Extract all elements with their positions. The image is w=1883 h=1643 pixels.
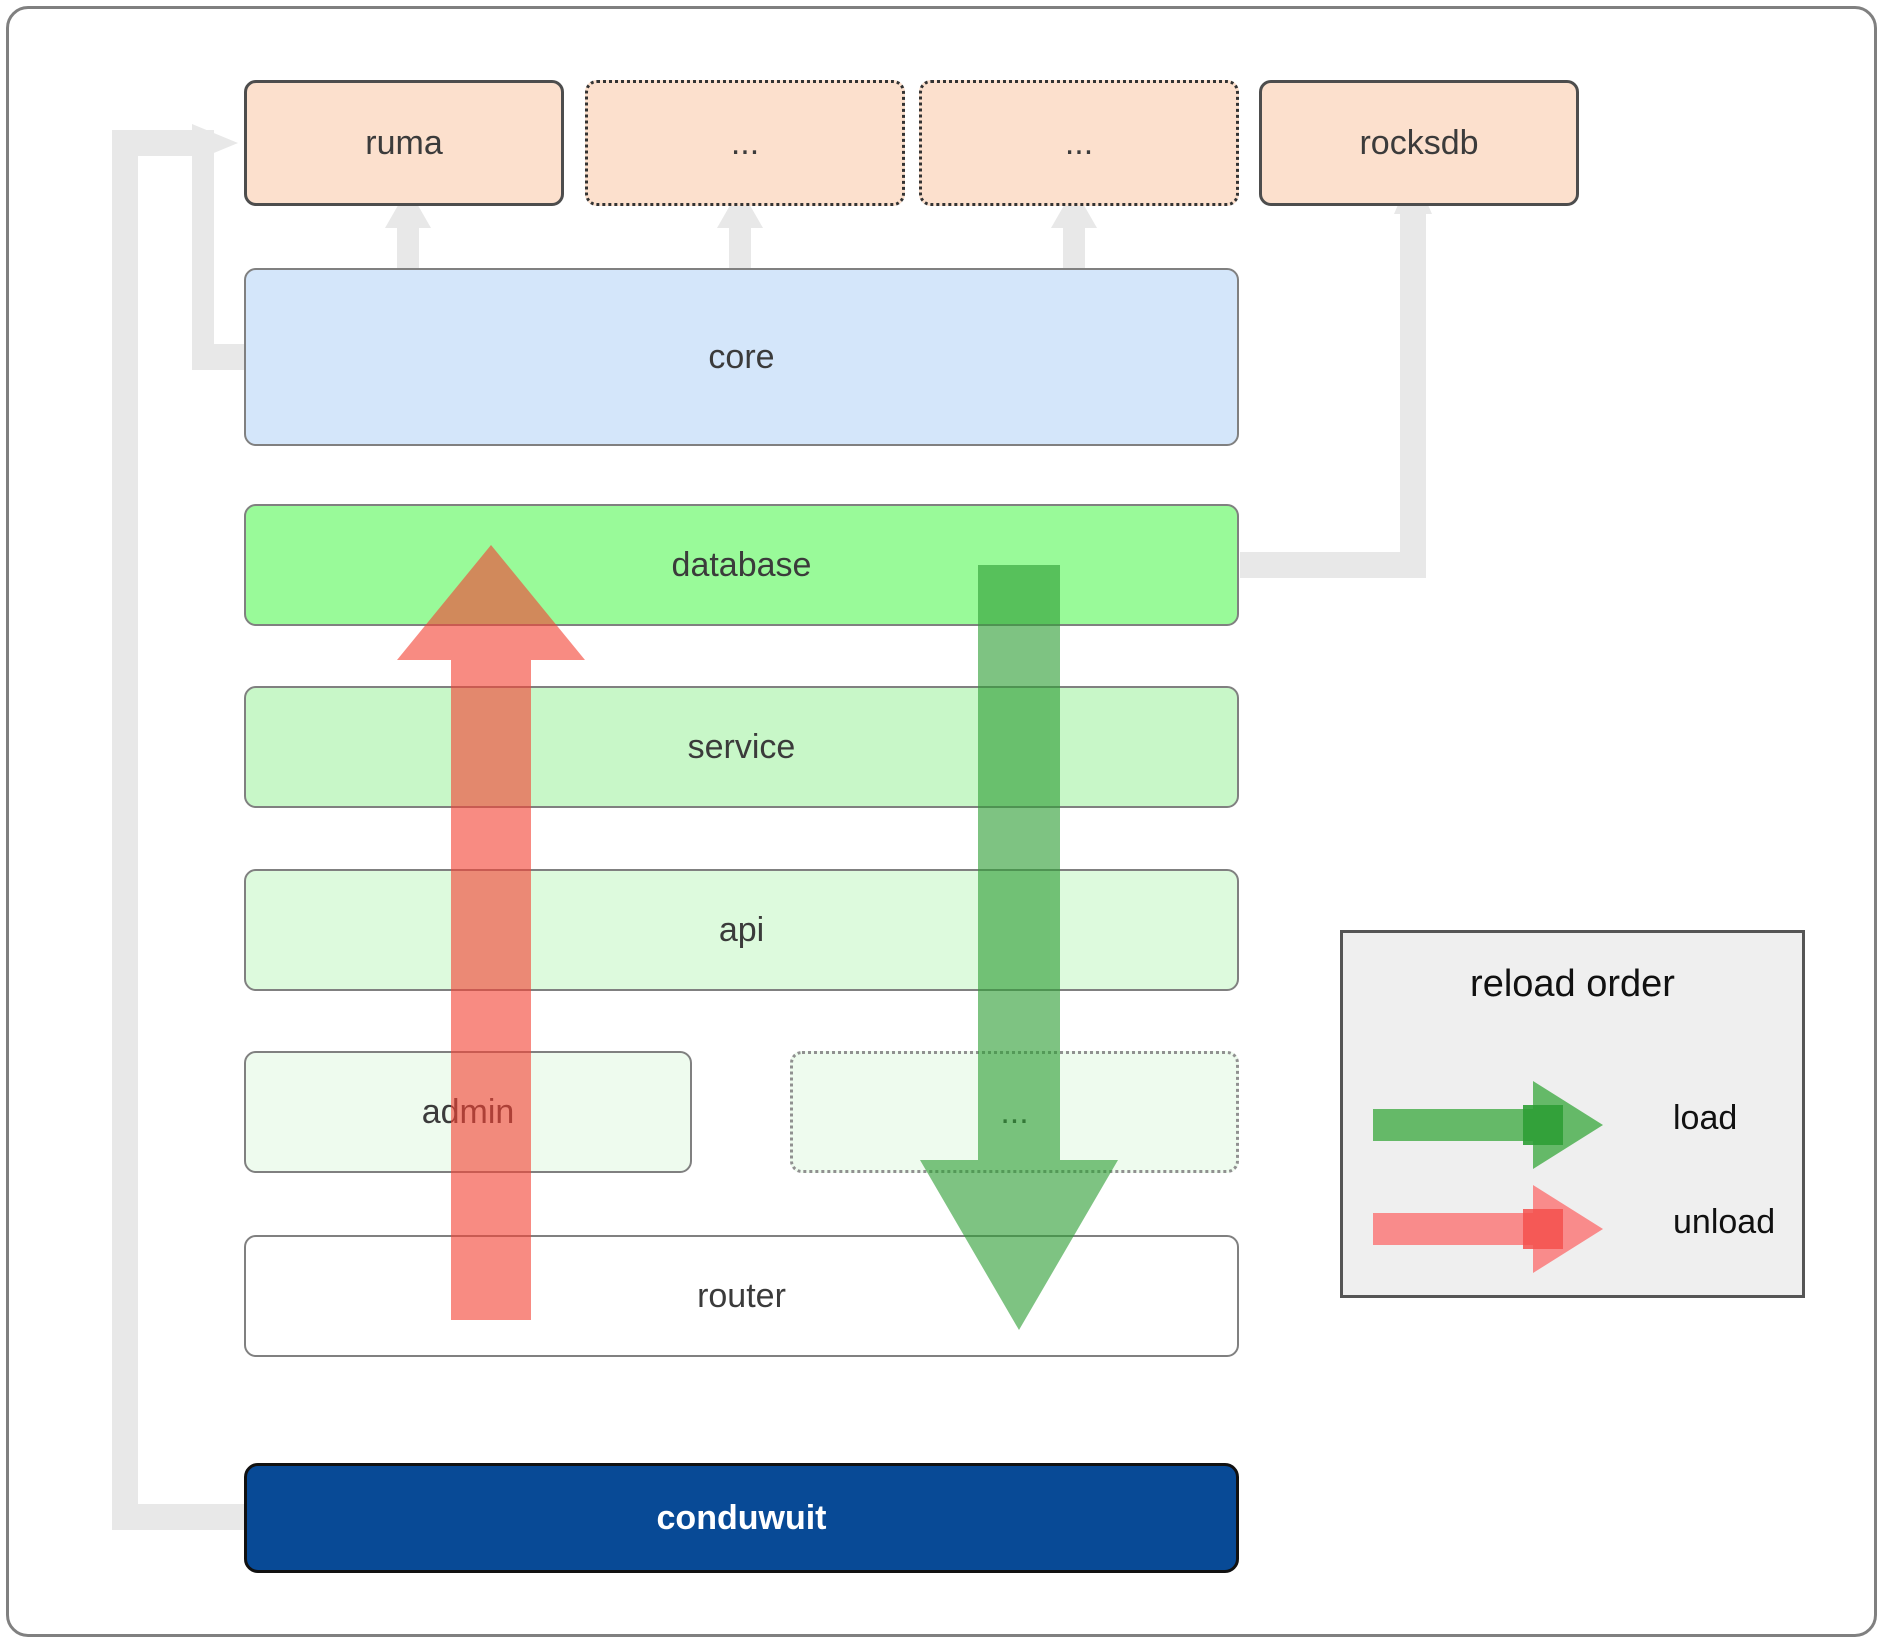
node-ellipsis-top-2[interactable]: ...: [919, 80, 1239, 206]
node-router[interactable]: router: [244, 1235, 1239, 1357]
node-router-label: router: [697, 1276, 786, 1315]
legend-arrow-load: [1373, 1081, 1603, 1169]
node-admin-label: admin: [421, 1092, 515, 1131]
node-ellipsis-admin-row[interactable]: ...: [790, 1051, 1239, 1173]
node-service-label: service: [687, 727, 796, 766]
node-core-label: core: [708, 337, 775, 376]
node-ellipsis-top-1-label: ...: [730, 123, 760, 162]
node-ellipsis-admin-row-label: ...: [1000, 1092, 1029, 1131]
node-api[interactable]: api: [244, 869, 1239, 991]
node-api-label: api: [718, 910, 765, 949]
legend-label-unload: unload: [1673, 1203, 1776, 1241]
node-admin[interactable]: admin: [244, 1051, 692, 1173]
legend-arrow-unload: [1373, 1185, 1603, 1273]
node-ruma[interactable]: ruma: [244, 80, 564, 206]
node-core[interactable]: core: [244, 268, 1239, 446]
node-database[interactable]: database: [244, 504, 1239, 626]
node-database-label: database: [671, 545, 812, 584]
node-rocksdb[interactable]: rocksdb: [1259, 80, 1579, 206]
legend-title: reload order: [1470, 963, 1675, 1005]
legend-panel: reload order load unload: [1340, 930, 1805, 1298]
node-rocksdb-label: rocksdb: [1359, 123, 1479, 162]
node-conduwuit-label: conduwuit: [656, 1498, 827, 1537]
node-conduwuit[interactable]: conduwuit: [244, 1463, 1239, 1573]
node-ellipsis-top-1[interactable]: ...: [585, 80, 905, 206]
node-service[interactable]: service: [244, 686, 1239, 808]
node-ellipsis-top-2-label: ...: [1064, 123, 1094, 162]
node-ruma-label: ruma: [365, 123, 443, 162]
legend-label-load: load: [1673, 1099, 1738, 1137]
